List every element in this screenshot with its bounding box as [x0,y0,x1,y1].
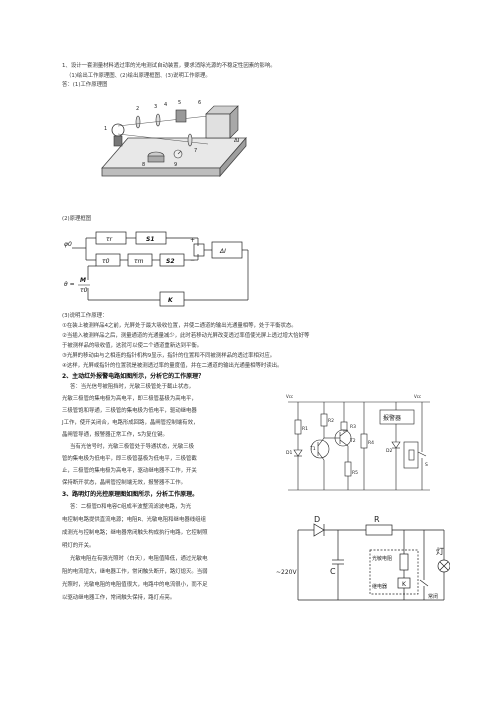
q1-line-2: （1)绘出工作原理图、(2)绘出原理框图、(3)说明工作原理。 [66,73,211,79]
q3-line-7: 光照时，光敏电阻的电阻值很大，电路中的电流很小，而不足 [62,582,208,588]
bd-tau0-frac: τ0 [80,287,88,294]
alarm-r3: R3 [350,424,356,430]
q2-line-5: 晶闸管导通，报警器正常工作，S为复位键。 [62,432,168,438]
q1-answer-intro: 答：(1)工作原理图 [62,82,108,88]
optical-setup-figure: 1 2 3 4 5 6 7 8 9 ΔI [101,100,247,178]
q3-title: 3、路明灯的光控原理图如图所示，分析工作原理。 [62,491,199,498]
alarm-r5: R5 [352,470,358,476]
q3-line-8: 以驱动继电器工作，常闭触头保持，路灯点亮。 [62,595,176,601]
q3-line-6: 阻的电流增大，继电器工作，常闭触头断开，路灯熄灭。当弱 [62,569,208,575]
alarm-r1: R1 [302,426,308,432]
bd-tau-r: τr [106,236,113,243]
q3-line-4: 明灯的开关。 [62,543,95,549]
fig-label-delta-i: ΔI [234,138,240,144]
fig-label-7: 7 [194,148,197,154]
bd-minus: − [190,257,195,264]
bd-s2: S2 [166,258,175,265]
block-diagram-title: (2)原理框图 [62,216,92,222]
alarm-t2: T2 [349,438,356,444]
fig-label-6: 6 [198,100,201,106]
explain-point-2b: 于被测样品的吸收值，这就可以使二个通道重新达到平衡。 [62,343,203,349]
alarm-t1: T1 [309,446,316,452]
sl-relay: 继电器 [372,583,387,590]
q2-line-1: 答：当光信号被阻挡时，光敏三极管处于截止状态， [70,384,194,390]
explain-point-1: ①在装上被测样品4之前，光屏处于最大吸收位置，并使二通道的输出光通量相等，处于平… [62,323,297,329]
bd-delta-i: ΔI [219,248,226,255]
bd-k: K [168,297,174,304]
sl-voltage: ~220V [276,569,297,576]
q3-line-2: 电控制电路提供直流电源；电阻R、光敏电阻和继电器线组组 [62,517,206,523]
alarm-d1: D1 [286,450,292,456]
q3-line-1: 答：二极管D和电容C组成半波整流滤波电路，为光 [70,504,192,510]
q2-line-4: J工作，使开关闭合，电路形成回路，晶闸管控制端有效， [62,420,199,426]
fig-label-5: 5 [178,100,181,106]
alarm-box-label: 报警器 [383,414,401,422]
q2-line-2: 光敏三极管的集电极为高电平，即三极管基极为高电平， [62,396,197,402]
fig-label-4: 4 [164,102,167,108]
q2-title: 2、主动红外报警电路如图所示，分析它的工作原理？ [62,373,205,380]
q2-line-7: 管的集电极为低电平，即三极管基极为低电平，三极管截 [62,456,197,462]
alarm-d2: D2 [386,448,392,454]
fig-label-2: 2 [136,106,139,112]
sl-lamp: 灯 [436,546,444,556]
block-diagram: φ0 τr S1 τ0 τm S2 + − ΔI θ = M τ0 K [64,231,249,307]
alarm-circuit: Vcc Vcc R1 D1 T1 R2 R3 T2 R4 报警器 D2 R5 S [286,394,430,491]
alarm-r2: R2 [328,418,334,424]
bd-plus: + [190,237,195,244]
explain-point-2: ②当插入被测样品之后，测量通道的光通量减少，此时若移动光屏改变透过率值使光屏上透… [62,333,310,339]
q3-line-3: 成测光与控制电路；继电器常闭触头构成执行电路，它控制照 [62,530,208,536]
bd-theta: θ = [64,281,75,288]
streetlight-circuit: D R C ~220V 灯 光敏电阻 继电器 K 常闭 [276,515,450,601]
bd-phi: φ0 [64,241,72,248]
q2-line-9: 保持断开状态，晶闸管控制端无效，报警器不工作。 [62,480,186,486]
sl-photo: 光敏电阻 [372,555,392,562]
explain-point-3: ③光屏的移动由与之相连的指针机构9显示，指针的位置和不同被测样品的透过率相对应。 [62,353,276,359]
explain-title: (3)说明工作原理： [62,313,108,319]
bd-m: M [80,277,86,284]
alarm-s: S [425,462,428,468]
q2-line-6: 当有光信号时，光敏三极管处于导通状态，光敏三极 [70,444,194,450]
fig-label-1: 1 [104,126,107,132]
q2-line-8: 止，三极管的集电极为高电平，驱动继电器不工作，开关 [62,468,197,474]
bd-s1: S1 [146,236,155,243]
fig-label-3: 3 [154,104,157,110]
fig-label-8: 8 [142,162,145,168]
bd-tau0: τ0 [102,258,110,265]
q2-line-3: 三极管饱和导通，三极管的集电极为低电平，驱动继电器 [62,408,197,414]
bd-tau-m: τm [134,258,144,265]
sl-k: K [402,581,407,588]
sl-d: D [314,515,320,524]
alarm-vcc-left: Vcc [286,394,293,399]
q3-line-5: 光敏电阻在有强光照时（白天），电阻值降低，通过光敏电 [70,556,208,562]
sl-nc: 常闭 [428,593,438,600]
alarm-vcc-right: Vcc [414,394,421,399]
sl-c: C [330,567,336,576]
q1-line-1: 1、设计一套测量材料透过率的光电测试自动装置，要求消除光源的不稳定性因素的影响。 [62,63,276,69]
alarm-r4: R4 [368,440,374,446]
fig-label-9: 9 [174,162,177,168]
explain-point-4: ④这样，光屏或指针的位置就是被测透过率的量度值，并在二通道的输出光通量相等时读出… [62,363,283,369]
sl-r: R [374,515,380,524]
